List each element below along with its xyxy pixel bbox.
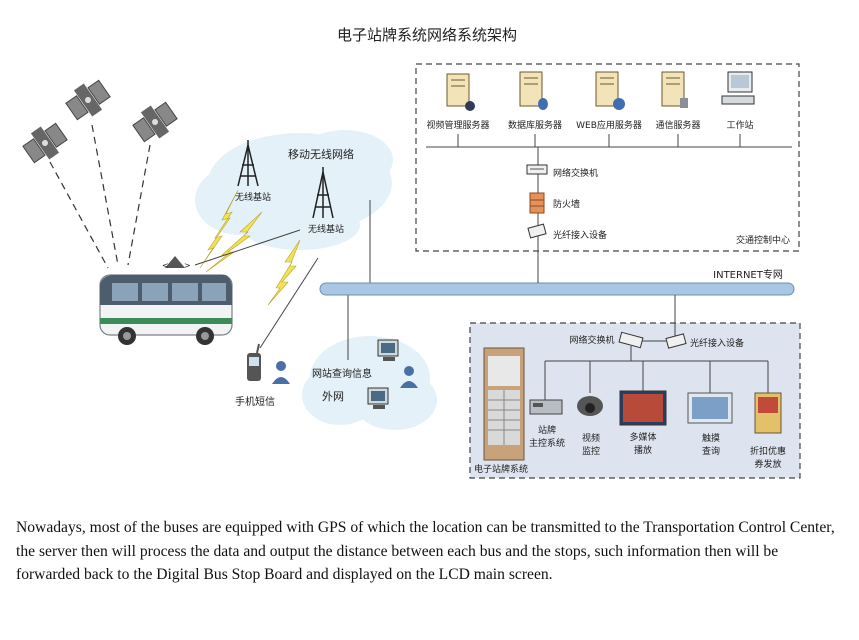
communication-server-icon <box>661 71 688 108</box>
control-center-lan <box>426 134 792 283</box>
touch-query-icon <box>687 392 733 424</box>
web-server-icon <box>595 71 625 110</box>
switch-label: 网络交换机 <box>553 167 598 179</box>
satellite-icon <box>22 122 68 164</box>
workstation-icon <box>721 71 755 105</box>
gps-signal-lines <box>49 124 151 269</box>
base-station-2-label: 无线基站 <box>308 223 344 235</box>
wireless-network-label: 移动无线网络 <box>288 147 354 161</box>
base-station-icon <box>237 140 259 187</box>
bus-stop-system-label: 电子站牌系统 <box>474 463 528 475</box>
website-query-label: 网站查询信息 <box>312 367 372 380</box>
svg-text:>: > <box>184 261 191 270</box>
server-label-database: 数据库服务器 <box>508 119 562 131</box>
mobile-phone-icon <box>247 343 261 381</box>
external-network-label: 外网 <box>322 390 344 403</box>
network-switch-icon <box>618 331 644 349</box>
server-label-workstation: 工作站 <box>726 119 753 131</box>
device-label-camera-1: 视频 <box>582 432 600 444</box>
satellite-icon <box>132 101 178 143</box>
fiber-access-device-icon <box>665 333 687 349</box>
diagram-title: 电子站牌系统网络系统架构 <box>337 26 517 44</box>
lightning-icon <box>199 189 301 306</box>
device-label-camera-2: 监控 <box>582 445 600 457</box>
device-label-controller-2: 主控系统 <box>529 437 565 449</box>
bus-stop-board-icon <box>483 347 525 461</box>
control-center-label: 交通控制中心 <box>736 234 790 246</box>
device-label-touch-1: 触摸 <box>702 432 720 444</box>
internet-backbone-bar <box>319 282 795 296</box>
server-label-video: 视频管理服务器 <box>426 119 489 131</box>
device-label-multimedia-1: 多媒体 <box>629 431 656 443</box>
main-controller-icon <box>529 399 563 415</box>
bus-stop-fiber-label: 光纤接入设备 <box>690 337 744 349</box>
device-label-coupon-1: 折扣优惠 <box>750 445 786 457</box>
desktop-computer-icon <box>367 387 389 409</box>
database-server-icon <box>519 71 548 110</box>
device-label-touch-2: 查询 <box>702 445 720 457</box>
base-station-icon <box>312 167 334 219</box>
person-icon <box>272 361 290 384</box>
desktop-computer-icon <box>377 339 399 361</box>
device-label-controller-1: 站牌 <box>538 424 556 436</box>
coupon-kiosk-icon <box>754 392 782 434</box>
surveillance-camera-icon <box>577 396 603 416</box>
control-center-box <box>415 63 800 252</box>
bus-wireless-link <box>194 229 301 266</box>
svg-text:<: < <box>162 261 169 270</box>
bus-icon <box>99 274 233 345</box>
network-switch-icon <box>526 164 548 175</box>
gps-antenna-icon: < > <box>162 256 191 270</box>
server-label-web: WEB应用服务器 <box>576 119 642 131</box>
firewall-icon <box>529 192 545 214</box>
device-label-coupon-2: 券发放 <box>754 458 781 470</box>
video-management-server-icon <box>446 73 475 111</box>
fiber-access-device-icon <box>527 223 547 239</box>
fiber-access-label: 光纤接入设备 <box>553 229 607 241</box>
wireless-cloud <box>195 130 393 250</box>
bus-stop-lan <box>544 346 769 400</box>
network-architecture-diagram: 电子站牌系统网络系统架构 移动无线网络 无线基站 <box>22 26 801 479</box>
bus-stop-switch-label: 网络交换机 <box>569 334 614 346</box>
mobile-link-line <box>259 257 319 349</box>
satellite-icon <box>65 79 111 121</box>
external-network-cloud <box>302 336 437 430</box>
mobile-sms-label: 手机短信 <box>235 395 275 408</box>
base-station-1-label: 无线基站 <box>235 191 271 203</box>
caption-paragraph: Nowadays, most of the buses are equipped… <box>16 519 835 583</box>
server-label-communication: 通信服务器 <box>655 119 700 131</box>
device-label-multimedia-2: 播放 <box>634 444 652 456</box>
firewall-label: 防火墙 <box>553 198 580 210</box>
multimedia-screen-icon <box>619 390 667 426</box>
internet-label: INTERNET专网 <box>713 268 783 281</box>
person-icon <box>400 366 418 388</box>
